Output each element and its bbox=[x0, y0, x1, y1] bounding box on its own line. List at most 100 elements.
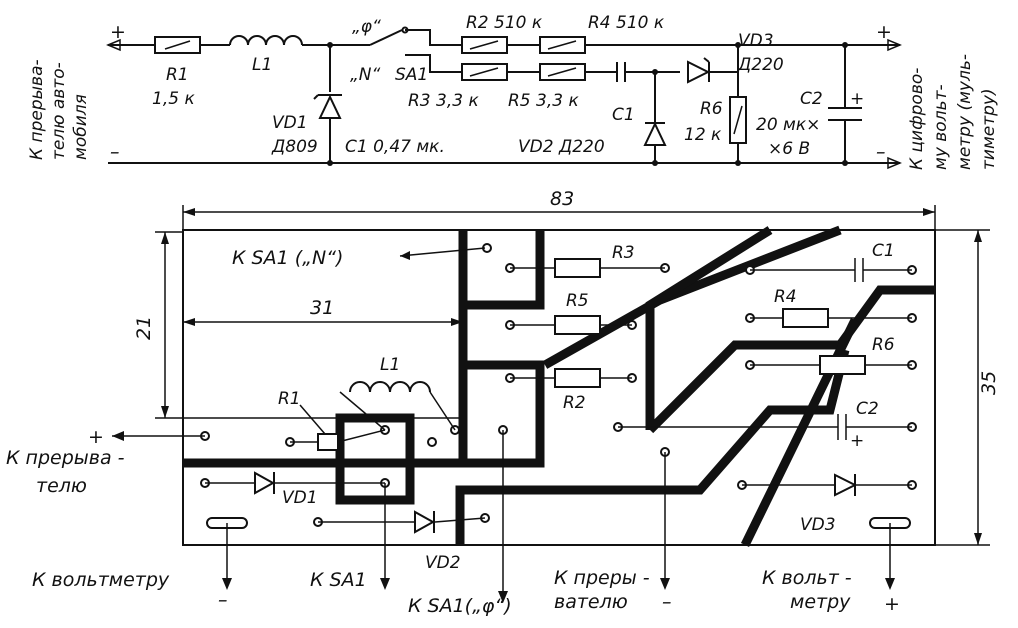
r3-label: R3 3,3 к bbox=[408, 91, 479, 111]
pcb-r6-label: R6 bbox=[872, 335, 895, 355]
pcb-r4 bbox=[782, 308, 829, 328]
sa1-label: К SA1 bbox=[310, 569, 367, 591]
dim-inner-h-line bbox=[155, 231, 183, 419]
r1-name: R1 bbox=[166, 65, 189, 85]
trace-main-bus bbox=[183, 360, 545, 468]
arrow-left-top bbox=[106, 38, 121, 52]
c2-value-2: ×6 В bbox=[768, 139, 810, 159]
dim-width-label: 83 bbox=[550, 188, 574, 210]
r6-value: 12 к bbox=[684, 125, 722, 145]
vd3-value: Д220 bbox=[737, 55, 784, 75]
vd2-symbol bbox=[643, 121, 667, 146]
sa1-arrow bbox=[380, 578, 390, 590]
r6-stripe bbox=[733, 105, 743, 135]
c2-plus: + bbox=[850, 89, 864, 109]
breaker-minus-label-1: К преры - bbox=[554, 567, 650, 589]
trace-lower bbox=[455, 348, 850, 545]
wire-sa1-bottom bbox=[405, 54, 462, 73]
node-vd1-bottom bbox=[327, 160, 333, 166]
c1-label-left: C1 0,47 мк. bbox=[345, 137, 445, 157]
vd1-name: VD1 bbox=[272, 113, 308, 133]
r3-stripe bbox=[469, 67, 499, 77]
c1-name-right: C1 bbox=[612, 105, 635, 125]
r5-label: R5 3,3 к bbox=[508, 91, 579, 111]
pcb-c2 bbox=[618, 414, 912, 440]
pcb-c2-plus: + bbox=[850, 431, 864, 451]
sa1-n-leader bbox=[399, 247, 486, 257]
left-caption-line-3: мобиля bbox=[71, 94, 91, 160]
pcb-vd1-label: VD1 bbox=[282, 488, 318, 508]
schematic: К прерыва- телю авто- мобиля + – R1 1,5 … bbox=[27, 13, 999, 170]
vd1-value: Д809 bbox=[271, 137, 318, 157]
pcb-c1-label: C1 bbox=[872, 241, 895, 261]
plus-right: + bbox=[876, 21, 892, 43]
volt-plus-arrow bbox=[885, 578, 895, 590]
pcb-r3-label: R3 bbox=[612, 243, 635, 263]
sa1-n-arrow bbox=[400, 251, 410, 260]
r6-name: R6 bbox=[700, 99, 723, 119]
sa1-blade bbox=[369, 29, 403, 46]
volt-minus-label: К вольтметру bbox=[32, 569, 170, 591]
right-caption-line-4: тиметру) bbox=[979, 88, 999, 170]
trace-r3-bus bbox=[463, 230, 545, 310]
volt-minus-arrow bbox=[222, 578, 232, 590]
r4-stripe bbox=[547, 40, 577, 50]
c2-value-1: 20 мк× bbox=[756, 115, 820, 135]
breaker-minus-label-2: вателю bbox=[554, 591, 628, 613]
c2-name: C2 bbox=[800, 89, 823, 109]
right-caption-line-2: му вольт- bbox=[931, 84, 951, 170]
arrow-right-bottom bbox=[887, 156, 902, 170]
pcb-l1-leads bbox=[339, 391, 456, 431]
breaker-plus-arrow bbox=[112, 431, 124, 441]
breaker-label-2: телю bbox=[36, 475, 87, 497]
minus-right: – bbox=[876, 141, 886, 163]
node-c2-bottom bbox=[842, 160, 848, 166]
pcb-vd2 bbox=[414, 510, 436, 534]
pcb-c1 bbox=[750, 258, 912, 282]
vd1-symbol bbox=[318, 94, 342, 119]
left-caption: К прерыва- телю авто- мобиля bbox=[27, 59, 91, 160]
vd1-bar bbox=[313, 94, 342, 100]
dim-height-line bbox=[935, 229, 990, 546]
sa1-phi-arrow bbox=[498, 591, 508, 603]
trace-diag-2 bbox=[645, 226, 773, 430]
pcb-r3 bbox=[554, 258, 601, 278]
breaker-plus-sign: + bbox=[88, 426, 104, 448]
r4-label: R4 510 к bbox=[588, 13, 665, 33]
vd2-label: VD2 Д220 bbox=[518, 137, 605, 157]
breaker-minus-arrow bbox=[660, 578, 670, 590]
pcb-r5 bbox=[554, 315, 601, 335]
sa1-n-label: „N“ bbox=[350, 65, 381, 85]
pcb-r1-leader bbox=[299, 404, 326, 435]
sa1-name: SA1 bbox=[395, 65, 428, 85]
sa1-phi-label: „φ“ bbox=[352, 17, 381, 37]
pcb-l1 bbox=[349, 381, 431, 393]
vd3-name: VD3 bbox=[738, 31, 774, 51]
pcb-board-outline bbox=[182, 229, 936, 546]
pcb-r4-label: R4 bbox=[774, 287, 797, 307]
c1-symbol bbox=[616, 62, 626, 82]
l1-symbol bbox=[229, 35, 303, 46]
pcb-l1-label: L1 bbox=[380, 355, 400, 375]
pcb-r1 bbox=[317, 433, 339, 451]
left-caption-line-2: телю авто- bbox=[49, 62, 69, 160]
dim-height-label: 35 bbox=[978, 371, 1000, 395]
pcb-r2 bbox=[554, 368, 601, 388]
pad-l1-b bbox=[427, 437, 437, 447]
r1-stripe bbox=[164, 40, 191, 50]
volt-plus-label-2: метру bbox=[790, 591, 851, 613]
wire-sa1-top bbox=[405, 29, 462, 46]
node-vd2-bottom bbox=[652, 160, 658, 166]
pcb-vd3 bbox=[834, 473, 858, 497]
arrow-right-top bbox=[887, 38, 902, 52]
node-r6-bottom bbox=[735, 160, 741, 166]
c2-symbol bbox=[828, 107, 862, 121]
r1-leads-pcb bbox=[290, 429, 386, 443]
r1-value: 1,5 к bbox=[152, 89, 195, 109]
vd2-leads-pcb bbox=[318, 517, 486, 523]
vd3-symbol bbox=[687, 60, 711, 84]
trace-l1-loop bbox=[335, 413, 415, 505]
volt-plus-label-1: К вольт - bbox=[762, 567, 852, 589]
pcb-components: R3 R5 R2 C1 R4 R6 C2 + VD3 bbox=[205, 241, 912, 573]
